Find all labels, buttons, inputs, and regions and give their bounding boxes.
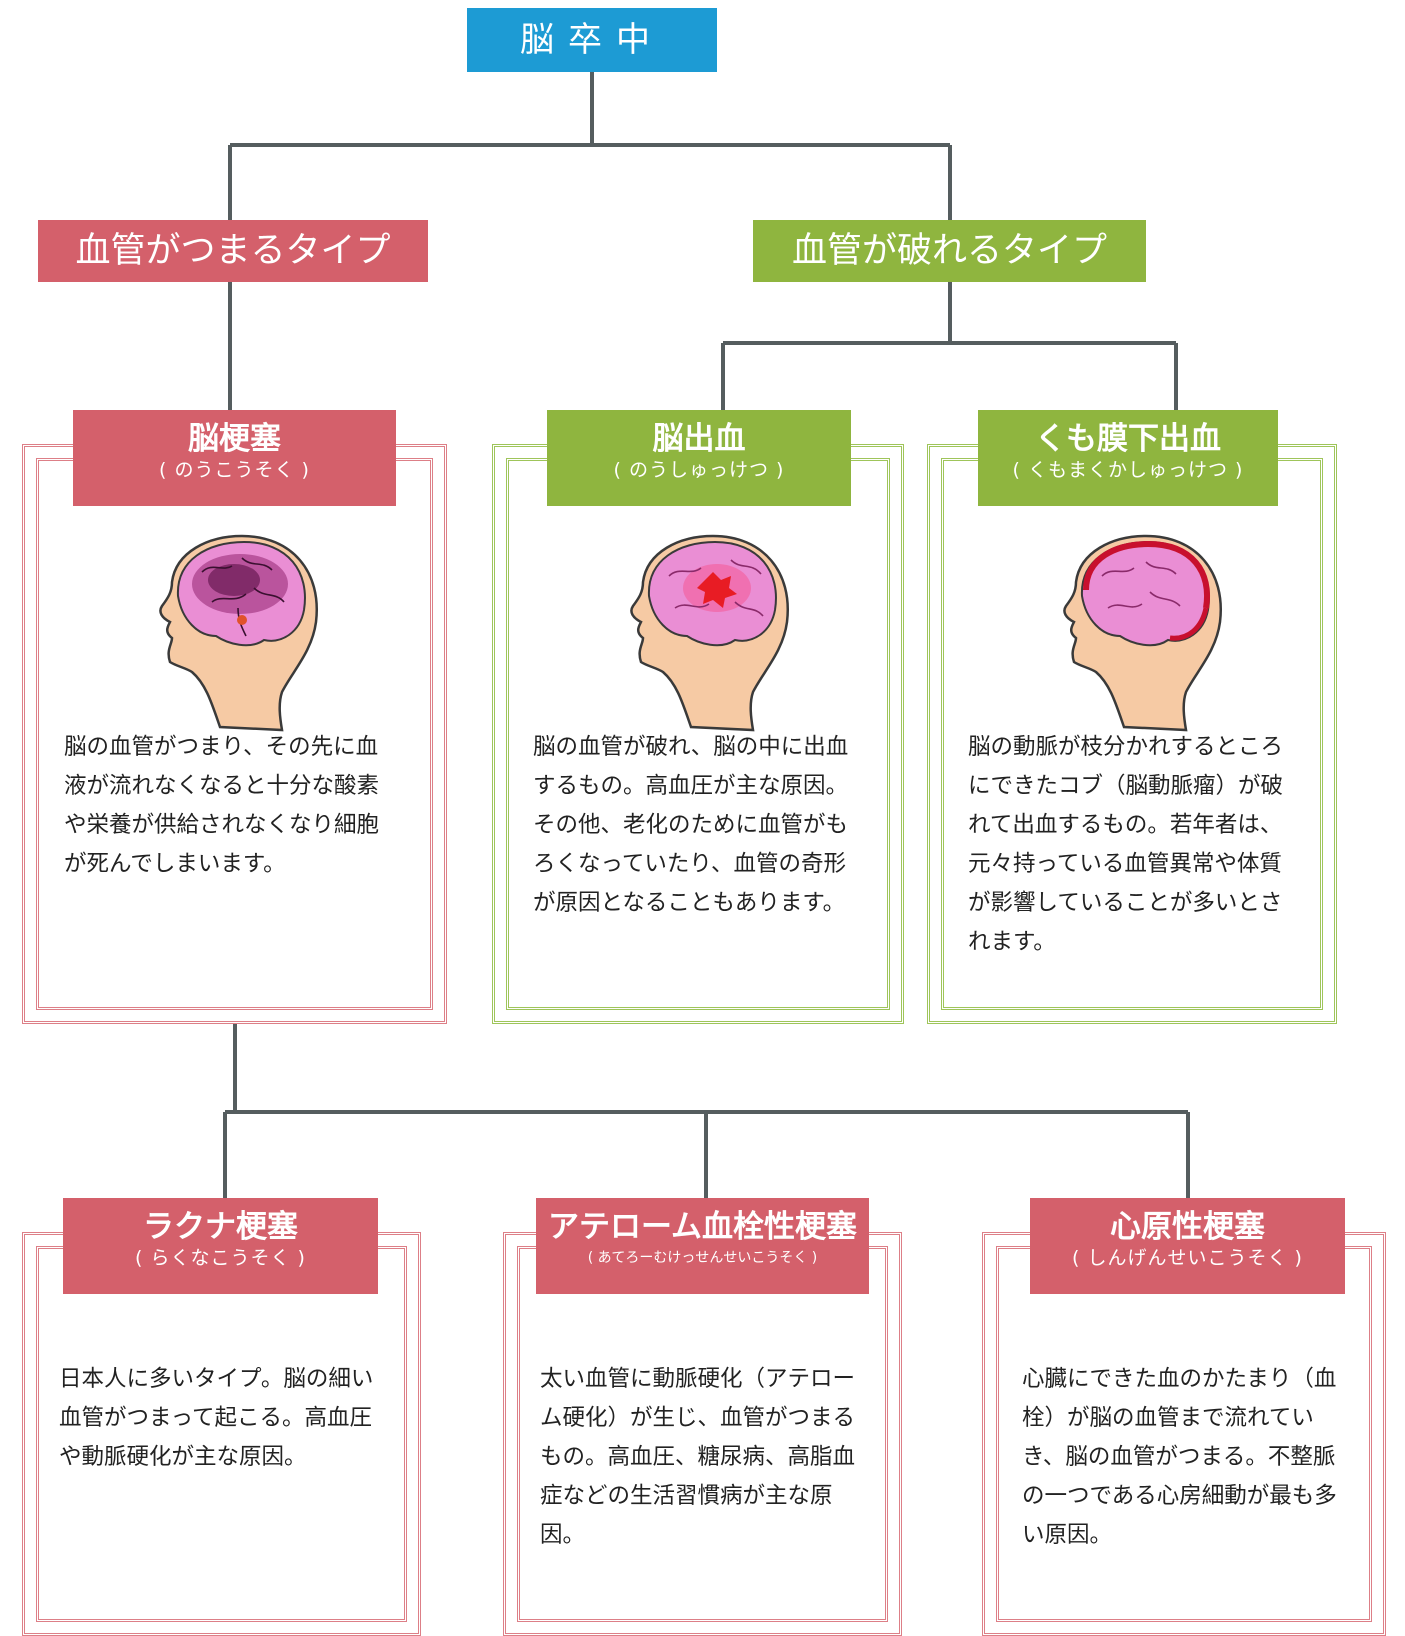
label-subarachnoid-hemorrhage: くも膜下出血 ( くもまくかしゅっけつ ) (978, 410, 1278, 506)
card-reading: ( らくなこうそく ) (135, 1247, 306, 1269)
card-reading: ( のうこうそく ) (159, 459, 310, 481)
card-title: ラクナ梗塞 (143, 1209, 298, 1245)
card-title: アテローム血栓性梗塞 (547, 1209, 858, 1245)
desc-intracerebral-hemorrhage: 脳の血管が破れ、脳の中に出血 するもの。高血圧が主な原因。 その他、老化のために… (533, 734, 849, 916)
brain-subarachnoid-illustration (1063, 534, 1223, 732)
desc-cardiogenic-infarction: 心臓にできた血のかたまり（血 栓）が脳の血管まで流れてい き、脳の血管がつまる。… (1022, 1366, 1337, 1548)
label-cardiogenic-infarction: 心原性梗塞 ( しんげんせいこうそく ) (1030, 1198, 1345, 1294)
card-title: 脳出血 (652, 421, 746, 457)
card-cardiogenic-infarction (982, 1232, 1386, 1636)
card-reading: ( あてろーむけっせんせいこうそく ) (587, 1250, 818, 1266)
label-atherothrombotic-infarction: アテローム血栓性梗塞 ( あてろーむけっせんせいこうそく ) (536, 1198, 869, 1294)
brain-hemorrhage-illustration (630, 534, 790, 732)
brain-infarction-illustration (159, 534, 319, 732)
label-lacunar-infarction: ラクナ梗塞 ( らくなこうそく ) (63, 1198, 378, 1294)
label-intracerebral-hemorrhage: 脳出血 ( のうしゅっけつ ) (547, 410, 851, 506)
root-node-stroke: 脳卒中 (467, 8, 717, 72)
card-title: くも膜下出血 (1035, 421, 1221, 457)
card-title: 心原性梗塞 (1110, 1209, 1265, 1245)
card-title: 脳梗塞 (188, 421, 281, 457)
card-atherothrombotic-infarction (503, 1232, 902, 1636)
desc-lacunar-infarction: 日本人に多いタイプ。脳の細い 血管がつまって起こる。高血圧 や動脈硬化が主な原因… (59, 1366, 374, 1470)
desc-subarachnoid-hemorrhage: 脳の動脈が枝分かれするところ にできたコブ（脳動脈瘤）が破 れて出血するもの。若… (968, 734, 1284, 955)
label-cerebral-infarction: 脳梗塞 ( のうこうそく ) (73, 410, 396, 506)
card-reading: ( のうしゅっけつ ) (613, 459, 785, 481)
type-blocked-vessel: 血管がつまるタイプ (38, 220, 428, 282)
card-reading: ( しんげんせいこうそく ) (1072, 1247, 1303, 1269)
desc-cerebral-infarction: 脳の血管がつまり、その先に血 液が流れなくなると十分な酸素 や栄養が供給されなく… (64, 734, 380, 877)
card-reading: ( くもまくかしゅっけつ ) (1012, 459, 1244, 481)
type-ruptured-vessel: 血管が破れるタイプ (753, 220, 1146, 282)
desc-atherothrombotic-infarction: 太い血管に動脈硬化（アテロー ム硬化）が生じ、血管がつまる もの。高血圧、糖尿病… (540, 1366, 856, 1548)
